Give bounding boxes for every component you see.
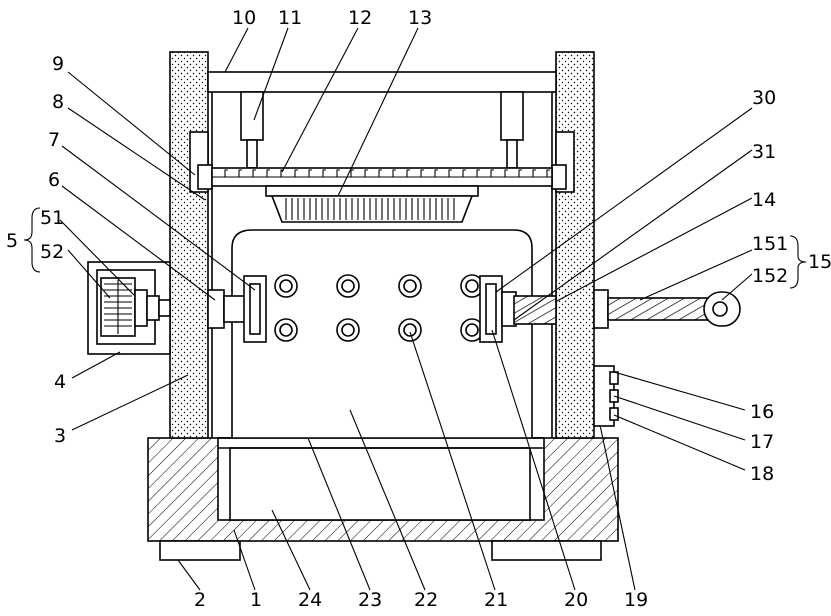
label-22: 22 — [414, 589, 438, 611]
left-column — [170, 52, 208, 438]
label-7: 7 — [48, 129, 60, 151]
hole-inner — [280, 324, 292, 336]
label-23: 23 — [358, 589, 382, 611]
label-10: 10 — [232, 7, 256, 29]
label-151: 151 — [752, 233, 788, 255]
press-plate — [212, 168, 552, 186]
label-12: 12 — [348, 7, 372, 29]
hole-inner — [342, 324, 354, 336]
label-8: 8 — [52, 91, 64, 113]
label-3: 3 — [54, 425, 66, 447]
brace-left — [24, 208, 40, 272]
label-31: 31 — [752, 141, 776, 163]
label-9: 9 — [52, 53, 64, 75]
label-51: 51 — [40, 207, 64, 229]
label-1: 1 — [250, 589, 262, 611]
label-19: 19 — [624, 589, 648, 611]
label-17: 17 — [750, 431, 774, 453]
label-152: 152 — [752, 265, 788, 287]
stamping-head — [266, 186, 478, 222]
label-52: 52 — [40, 241, 64, 263]
hole-inner — [342, 280, 354, 292]
label-30: 30 — [752, 87, 776, 109]
label-5: 5 — [6, 230, 18, 252]
label-2: 2 — [194, 589, 206, 611]
hole-inner — [280, 280, 292, 292]
label-20: 20 — [564, 589, 588, 611]
label-14: 14 — [752, 189, 776, 211]
top-beam — [208, 72, 556, 92]
right-foot — [492, 541, 601, 560]
hole-inner — [466, 280, 478, 292]
label-13: 13 — [408, 7, 432, 29]
motor — [88, 262, 170, 354]
label-24: 24 — [298, 589, 322, 611]
label-11: 11 — [278, 7, 302, 29]
label-16: 16 — [750, 401, 774, 423]
label-4: 4 — [54, 371, 66, 393]
hole-inner — [404, 324, 416, 336]
label-21: 21 — [484, 589, 508, 611]
hole-inner — [466, 324, 478, 336]
label-6: 6 — [48, 169, 60, 191]
hole-inner — [404, 280, 416, 292]
left-foot — [160, 541, 240, 560]
label-18: 18 — [750, 463, 774, 485]
label-15: 15 — [808, 251, 831, 273]
handwheel-screw — [594, 290, 740, 328]
brace-right — [790, 236, 806, 288]
